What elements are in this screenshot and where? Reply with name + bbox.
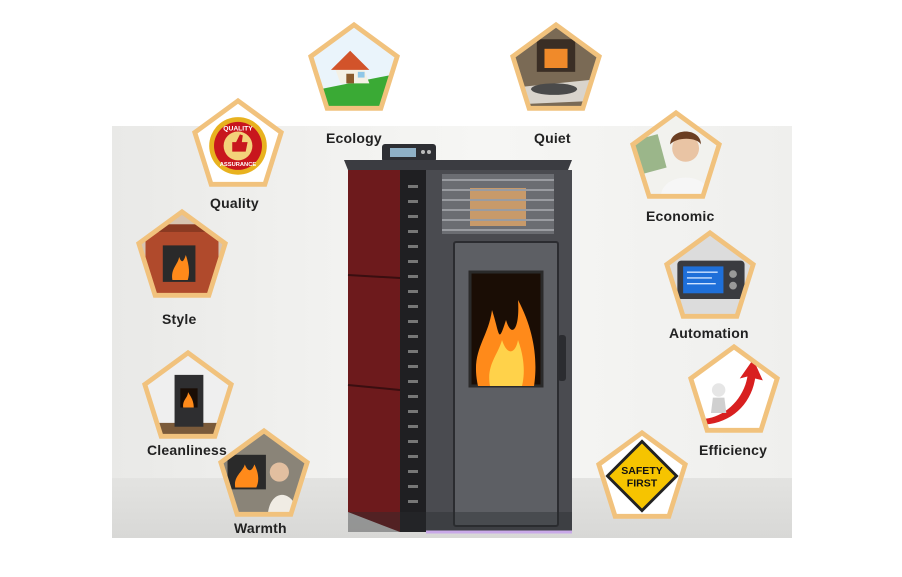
pellet-stove-image	[344, 144, 572, 534]
quality-seal-top-text: QUALITY	[223, 126, 253, 133]
ecology-badge	[306, 20, 402, 116]
efficiency-badge	[686, 342, 782, 438]
cleanliness-label: Cleanliness	[147, 442, 228, 458]
economic-badge	[628, 108, 724, 204]
style-label: Style	[162, 311, 197, 327]
warmth-label: Warmth	[234, 520, 287, 536]
economic-label: Economic	[646, 208, 715, 224]
style-badge	[134, 207, 230, 303]
quality-badge: QUALITY ASSURANCE	[190, 96, 286, 192]
efficiency-label: Efficiency	[699, 442, 768, 458]
quality-seal-bottom-text: ASSURANCE	[220, 162, 257, 168]
ecology-label: Ecology	[326, 130, 382, 146]
safety-line1-text: SAFETY	[621, 465, 663, 477]
cleanliness-badge	[140, 348, 236, 444]
automation-label: Automation	[669, 325, 749, 341]
safety-first-badge: SAFETY FIRST	[594, 428, 690, 524]
quiet-badge	[508, 20, 604, 116]
quality-label: Quality	[210, 195, 259, 211]
safety-line2-text: FIRST	[627, 478, 658, 490]
automation-badge	[662, 228, 758, 324]
quiet-label: Quiet	[534, 130, 571, 146]
warmth-badge	[216, 426, 312, 522]
